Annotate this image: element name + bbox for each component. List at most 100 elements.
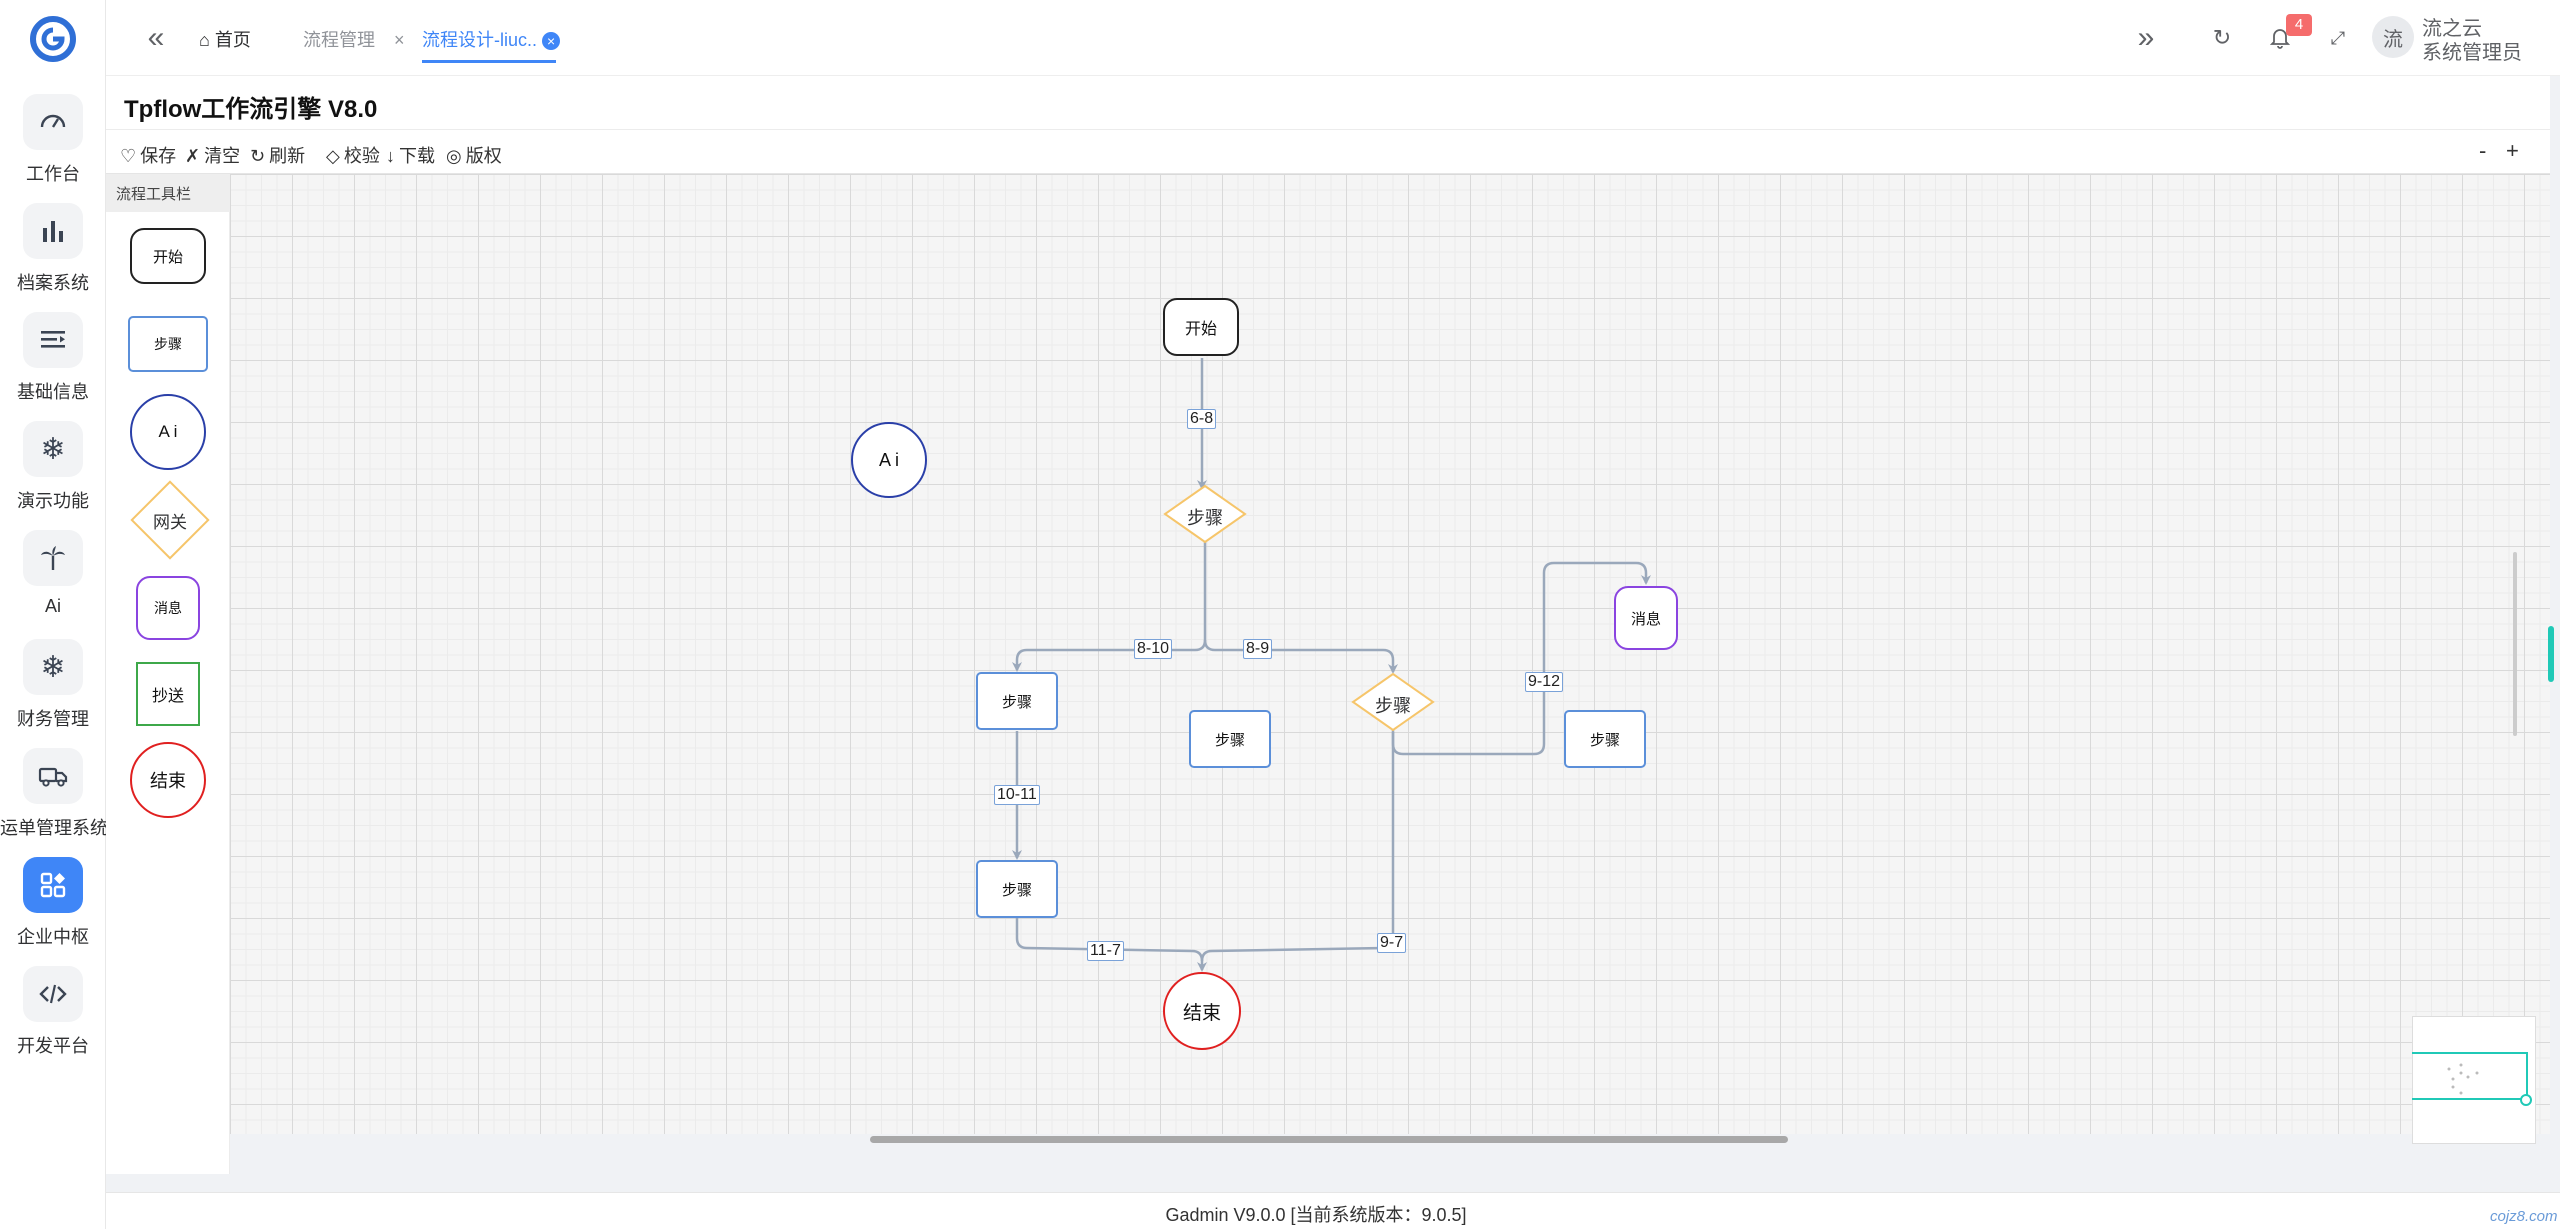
flow-node-ai[interactable]: A i [851, 422, 927, 498]
notification-badge: 4 [2286, 14, 2312, 36]
tab-close-icon[interactable]: × [542, 32, 561, 51]
gateway-diamond [1351, 672, 1435, 732]
page-title: Tpflow工作流引擎 V8.0 [124, 96, 378, 123]
sidebar-item-waybill[interactable]: 运单管理系统 [0, 748, 108, 848]
palette-ai-node[interactable]: A i [130, 394, 206, 470]
sidebar-item-label: Ai [44, 596, 61, 616]
flow-node-gateway-2[interactable]: 步骤 [1351, 672, 1435, 732]
cross-icon: ✗ [185, 146, 201, 166]
flow-node-step-lower[interactable]: 步骤 [976, 860, 1058, 918]
diamond-icon: ◇ [326, 146, 340, 166]
edge-label[interactable]: 10-11 [994, 785, 1040, 805]
edge-label[interactable]: 9-7 [1377, 933, 1407, 953]
sidebar-item-finance[interactable]: ❄ 财务管理 [0, 639, 106, 739]
zoom-out-button[interactable]: - [2479, 138, 2487, 163]
palette-start-node[interactable]: 开始 [130, 228, 206, 284]
flow-node-gateway-1[interactable]: 步骤 [1163, 484, 1247, 544]
zoom-in-button[interactable]: + [2506, 138, 2519, 163]
sidebar-item-label: 档案系统 [17, 273, 89, 293]
flow-node-step-right[interactable]: 步骤 [1564, 710, 1646, 768]
snowflake-icon: ❄ [23, 421, 83, 477]
tab-close-icon[interactable]: × [394, 30, 405, 50]
truck-icon [23, 748, 83, 804]
palm-icon [23, 530, 83, 586]
minimap-preview [2447, 1063, 2479, 1095]
bell-icon[interactable] [2266, 24, 2294, 52]
sidebar-item-label: 运单管理系统 [0, 818, 108, 838]
bar-chart-icon [23, 203, 83, 259]
download-icon: ↓ [386, 146, 395, 166]
title-bar: Tpflow工作流引擎 V8.0 [106, 76, 2550, 130]
sidebar: 工作台 档案系统 基础信息 ❄ 演示功能 Ai ❄ 财务管理 运单管理系统 [0, 0, 108, 1229]
palette-step-node[interactable]: 步骤 [128, 316, 208, 372]
clear-button[interactable]: ✗清空 [185, 146, 241, 166]
edge-label[interactable]: 8-9 [1243, 639, 1273, 659]
refresh-icon: ↻ [250, 146, 266, 166]
sidebar-item-label: 财务管理 [17, 709, 89, 729]
node-palette: 流程工具栏 开始 步骤 A i 网关 消息 抄送 结束 [106, 174, 230, 1174]
top-bar: « ⌂ 首页 流程管理 × 流程设计-liuc.. × » ↻ 4 ⤢ 流 流之… [106, 0, 2560, 76]
horizontal-scrollbar[interactable] [870, 1136, 1788, 1143]
sidebar-item-label: 工作台 [26, 164, 80, 184]
tab-process-design[interactable]: 流程设计-liuc.. × [422, 26, 561, 52]
edge-label[interactable]: 9-12 [1525, 672, 1564, 692]
copyright-icon: ◎ [446, 146, 462, 166]
sidebar-item-workbench[interactable]: 工作台 [0, 94, 106, 194]
fullscreen-icon[interactable]: ⤢ [2330, 27, 2346, 48]
edge-label[interactable]: 11-7 [1087, 941, 1124, 961]
code-icon [23, 966, 83, 1022]
heart-icon: ♡ [120, 146, 137, 166]
home-icon: ⌂ [199, 30, 210, 50]
app-logo[interactable] [28, 14, 78, 64]
sidebar-item-demo[interactable]: ❄ 演示功能 [0, 421, 106, 521]
check-button[interactable]: ◇校验 [326, 146, 380, 166]
sidebar-item-basic-info[interactable]: 基础信息 [0, 312, 106, 412]
flow-canvas[interactable] [230, 174, 2550, 1134]
active-tab-indicator [422, 60, 556, 63]
vertical-scrollbar[interactable] [2513, 552, 2517, 736]
refresh-button[interactable]: ↻刷新 [250, 146, 306, 166]
sidebar-item-label: 演示功能 [17, 491, 89, 511]
avatar[interactable]: 流 [2372, 16, 2414, 58]
designer-toolbar: ♡保存 ✗清空 ↻刷新 ◇校验 ↓下载 ◎版权 - + [106, 130, 2550, 174]
collapse-left-icon[interactable]: « [147, 21, 165, 54]
dashboard-icon [23, 94, 83, 150]
sidebar-item-enterprise-hub[interactable]: 企业中枢 [0, 857, 106, 957]
edge-label[interactable]: 6-8 [1187, 409, 1217, 429]
refresh-icon[interactable]: ↻ [2212, 25, 2232, 50]
palette-gateway-node[interactable]: 网关 [130, 480, 210, 560]
sidebar-item-label: 基础信息 [17, 382, 89, 402]
expand-right-icon[interactable]: » [2137, 21, 2155, 54]
flow-node-message[interactable]: 消息 [1614, 586, 1678, 650]
flow-node-step-left[interactable]: 步骤 [976, 672, 1058, 730]
user-role: 系统管理员 [2422, 42, 2522, 64]
snowflake-icon: ❄ [23, 639, 83, 695]
footer: Gadmin V9.0.0 [当前系统版本：9.0.5] [106, 1192, 2560, 1229]
apps-icon [23, 857, 83, 913]
copyright-button[interactable]: ◎版权 [446, 146, 502, 166]
tab-home[interactable]: ⌂ 首页 [199, 30, 251, 50]
palette-message-node[interactable]: 消息 [136, 576, 200, 640]
page-scroll-thumb[interactable] [2548, 626, 2554, 682]
footer-version-text: Gadmin V9.0.0 [当前系统版本：9.0.5] [1165, 1205, 1467, 1225]
minimap-resize-handle[interactable] [2520, 1094, 2532, 1106]
edge-label[interactable]: 8-10 [1134, 639, 1173, 659]
sidebar-item-ai[interactable]: Ai [0, 530, 106, 630]
user-name[interactable]: 流之云 [2422, 18, 2482, 40]
palette-title: 流程工具栏 [106, 174, 230, 212]
sidebar-item-dev-platform[interactable]: 开发平台 [0, 966, 106, 1066]
sidebar-item-archive[interactable]: 档案系统 [0, 203, 106, 303]
palette-end-node[interactable]: 结束 [130, 742, 206, 818]
palette-cc-node[interactable]: 抄送 [136, 662, 200, 726]
minimap-viewport[interactable] [2412, 1052, 2528, 1100]
flow-node-end[interactable]: 结束 [1163, 972, 1241, 1050]
minimap[interactable] [2412, 1016, 2536, 1144]
watermark: cojz8.com [2490, 1208, 2558, 1225]
flow-node-start[interactable]: 开始 [1163, 298, 1239, 356]
gateway-diamond [1163, 484, 1247, 544]
download-button[interactable]: ↓下载 [386, 146, 435, 166]
tab-process-management[interactable]: 流程管理 × [303, 30, 405, 50]
flow-node-step-mid[interactable]: 步骤 [1189, 710, 1271, 768]
save-button[interactable]: ♡保存 [120, 146, 177, 166]
sidebar-item-label: 企业中枢 [17, 927, 89, 947]
